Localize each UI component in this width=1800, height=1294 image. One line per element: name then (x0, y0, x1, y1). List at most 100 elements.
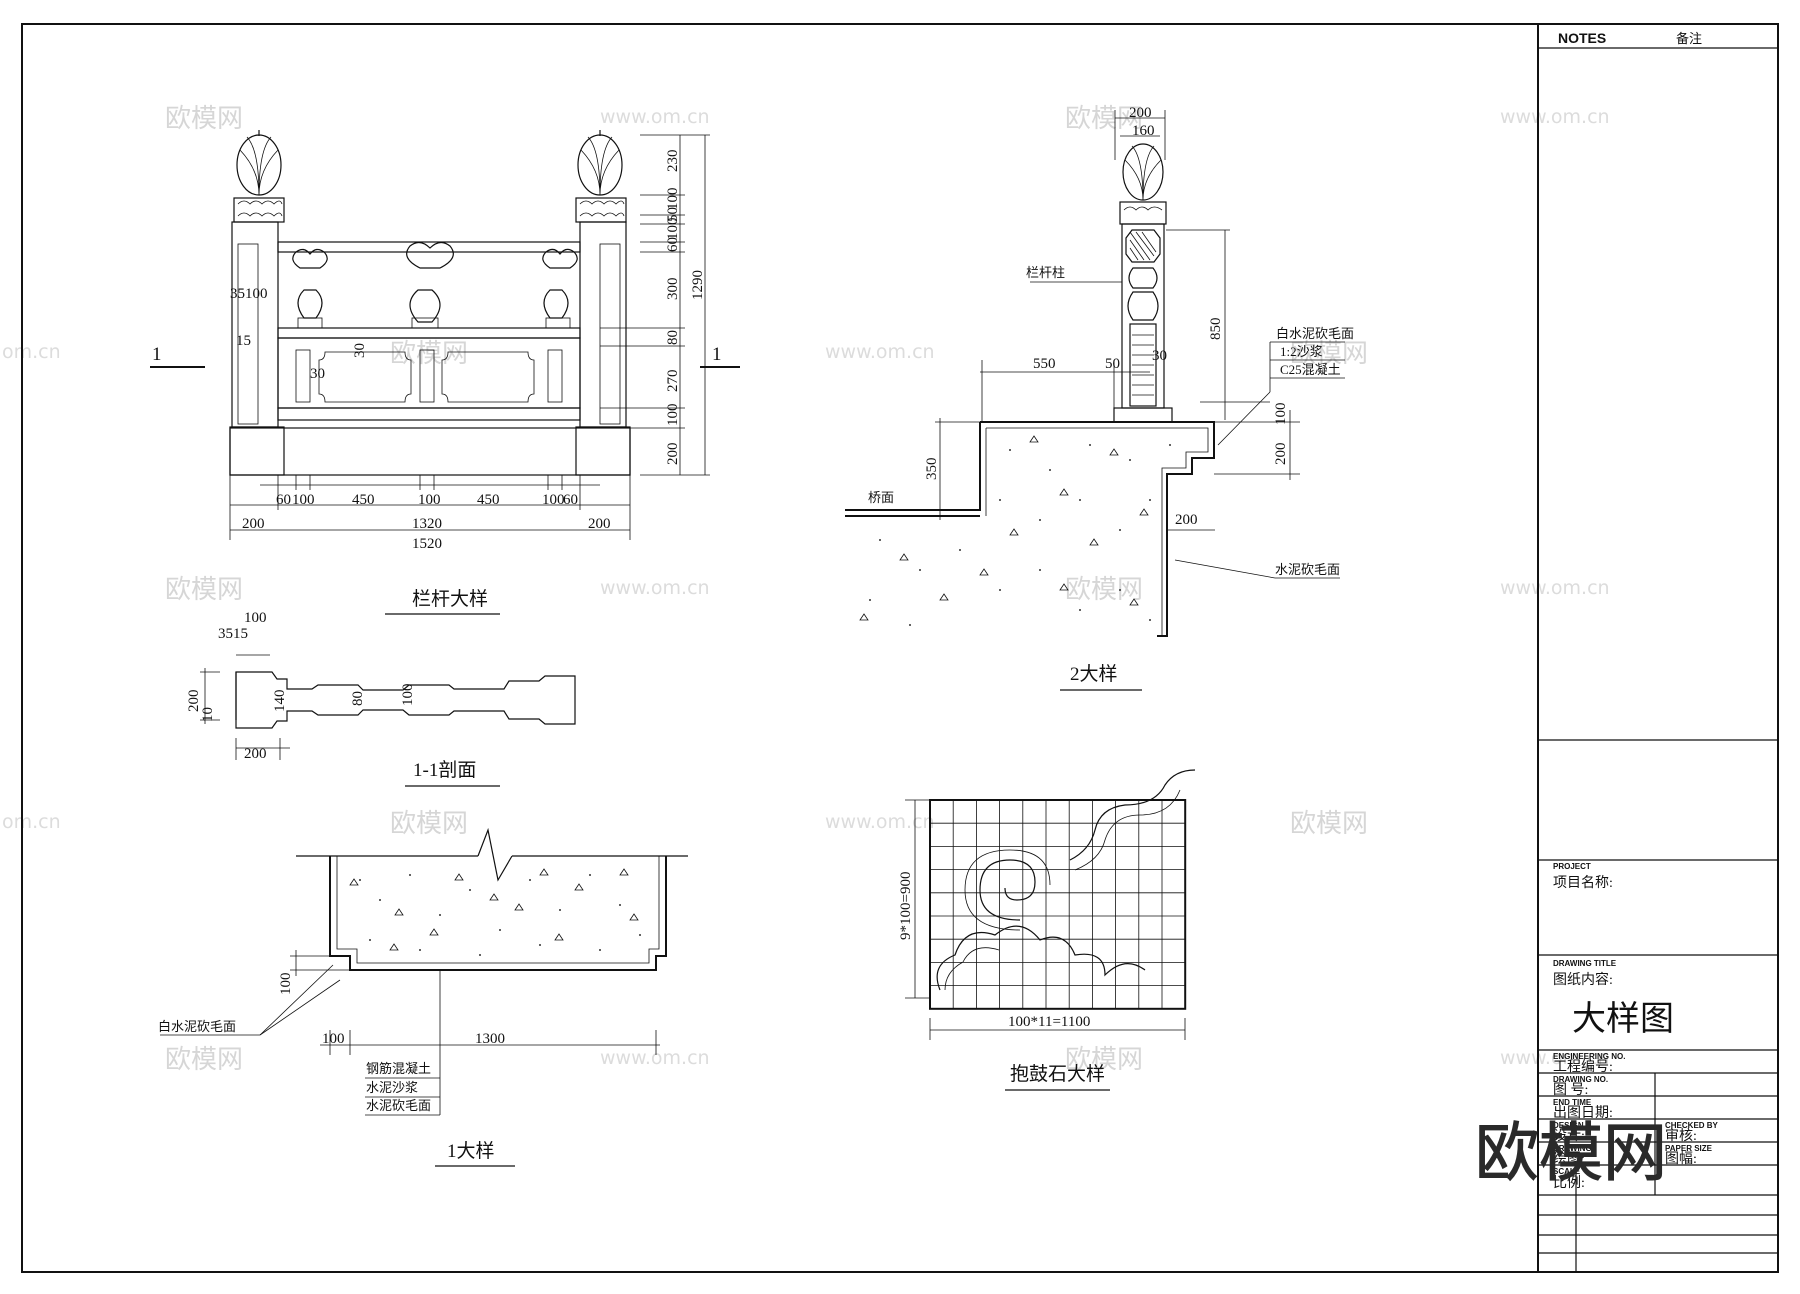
layer-label: 1:2沙浆 (1280, 344, 1323, 359)
dim-label: 3515 (218, 626, 248, 642)
dim-label: 50 (1105, 356, 1120, 372)
title-block: NOTES 备注 PROJECT 项目名称: DRAWING TITLE 图纸内… (1538, 30, 1778, 1272)
dim-label: 100 (665, 218, 681, 241)
section-1-1: 100 3515 200 10 140 80 100 200 1-1剖面 (186, 610, 576, 787)
dim-label: 10 (200, 707, 216, 722)
brand-logo-watermark: 欧模网 (1475, 1117, 1667, 1191)
layer-label: 水泥沙浆 (366, 1080, 418, 1095)
dim-label: 200 (244, 746, 267, 762)
watermark-url: om.cn (2, 341, 61, 363)
title-detail-1: 1大样 (447, 1140, 495, 1162)
tb-drawer: 绘图: (1553, 1151, 1585, 1167)
dim-label: 200 (665, 443, 681, 466)
railing-base (229, 427, 631, 476)
dim-label: 50 (665, 207, 681, 222)
title-railing: 栏杆大样 (412, 588, 488, 610)
dim-label: 60 (563, 492, 578, 508)
dim-label: 300 (665, 278, 681, 301)
drum-stone-detail: 9*100=900 100*11=1100 抱鼓石大样 (898, 769, 1196, 1091)
notes-label-cn: 备注 (1676, 31, 1702, 46)
dim-label: 160 (1132, 123, 1155, 139)
watermark-text: 欧模网 (165, 1045, 243, 1075)
right-post-shaft (579, 221, 627, 428)
layer-label: 水泥砍毛面 (366, 1098, 431, 1113)
dim-label: 200 (186, 690, 202, 713)
watermark-url: om.cn (2, 811, 61, 833)
tb-header: ENGINEERING NO. (1553, 1052, 1625, 1061)
dim-label: 100 (542, 492, 565, 508)
foundation-outline (329, 856, 667, 971)
dim-label: 100 (665, 404, 681, 427)
top-handrail (277, 241, 581, 253)
dim-label: 1300 (475, 1031, 505, 1047)
panel-carving (441, 351, 535, 403)
tb-header: DRAWING TITLE (1553, 959, 1617, 968)
layer-label: 白水泥砍毛面 (1276, 326, 1354, 341)
foundation-slab (845, 421, 1215, 637)
label-railing-post: 栏杆柱 (1026, 265, 1065, 280)
dim-label: 30 (1152, 348, 1167, 364)
watermark-text: 欧模网 (1065, 575, 1143, 605)
dim-label: 270 (665, 370, 681, 393)
detail-2: 200 160 栏杆柱 850 550 50 30 (845, 105, 1354, 691)
watermark-url: www.om.cn (1500, 1047, 1610, 1069)
tb-header: SCALE (1553, 1167, 1581, 1176)
tb-project: 项目名称: (1553, 875, 1613, 891)
tb-eng-no: 工程编号: (1553, 1059, 1613, 1075)
title-section-1-1: 1-1剖面 (413, 759, 476, 781)
watermark-text: 欧模网 (165, 104, 243, 134)
tb-scale: 比例: (1553, 1175, 1585, 1191)
dim-label: 450 (477, 492, 500, 508)
dim-label: 80 (350, 691, 366, 706)
dim-label-vertical: 9*100=900 (898, 872, 914, 940)
watermark-url: www.om.cn (1500, 106, 1610, 128)
tb-header: PROJECT (1553, 862, 1591, 871)
railing-post (1121, 223, 1165, 409)
dim-label: 60 (276, 492, 291, 508)
baluster-vase (292, 248, 328, 329)
tb-header: CHECKED BY (1665, 1121, 1719, 1130)
dim-label: 80 (665, 330, 681, 345)
watermark-url: www.om.cn (600, 106, 710, 128)
tb-end-time: 出图日期: (1553, 1105, 1613, 1121)
dim-label: 100 (245, 286, 268, 302)
label-cement-finish: 水泥砍毛面 (1275, 562, 1340, 577)
dim-label: 850 (1208, 318, 1224, 341)
note-white-cement: 白水泥砍毛面 (158, 1019, 236, 1034)
dim-label: 100 (418, 492, 441, 508)
dim-label: 100 (400, 684, 416, 707)
tb-header: PAPER SIZE (1665, 1144, 1713, 1153)
watermark-url: www.om.cn (600, 577, 710, 599)
watermark-layer: 欧模网 欧模网 欧模网 欧模网 欧模网 欧模网 欧模网 欧模网 欧模网 欧模网 … (2, 104, 1610, 1075)
dim-label-horizontal: 100*11=1100 (1008, 1014, 1090, 1030)
detail-1: 100 100 1300 白水泥砍毛面 钢筋混凝土 水泥沙浆 水泥砍毛面 1大样 (158, 827, 688, 1167)
tb-drawing-name: 大样图 (1572, 1000, 1674, 1038)
dim-label: 1320 (412, 516, 442, 532)
tb-design: 设计: (1553, 1128, 1585, 1144)
dim-label: 100 (292, 492, 315, 508)
concrete-hatch (869, 444, 1171, 626)
title-drum-stone: 抱鼓石大样 (1010, 1063, 1105, 1085)
tb-header: END TIME (1553, 1098, 1592, 1107)
dim-label: 230 (665, 150, 681, 173)
watermark-url: www.om.cn (825, 811, 935, 833)
watermark-text: 欧模网 (1065, 1045, 1143, 1075)
watermark-text: 欧模网 (390, 809, 468, 839)
layer-label: 钢筋混凝土 (366, 1061, 431, 1076)
tb-header: DRAWING (1553, 1144, 1592, 1153)
dim-label-total-width: 1520 (412, 536, 442, 552)
grid-border (929, 799, 1187, 1010)
dim-label: 100 (322, 1031, 345, 1047)
dim-label: 30 (352, 343, 368, 358)
tb-drawing-title: 图纸内容: (1553, 971, 1613, 988)
dim-label: 35 (230, 286, 245, 302)
dim-label: 100 (1273, 403, 1289, 426)
watermark-url: www.om.cn (1500, 577, 1610, 599)
dim-label: 200 (588, 516, 611, 532)
watermark-url: www.om.cn (825, 341, 935, 363)
baluster-vase (542, 248, 578, 329)
drum-stone-grid (929, 799, 1187, 1010)
concrete-hatch (359, 874, 641, 956)
title-detail-2: 2大样 (1070, 663, 1118, 685)
